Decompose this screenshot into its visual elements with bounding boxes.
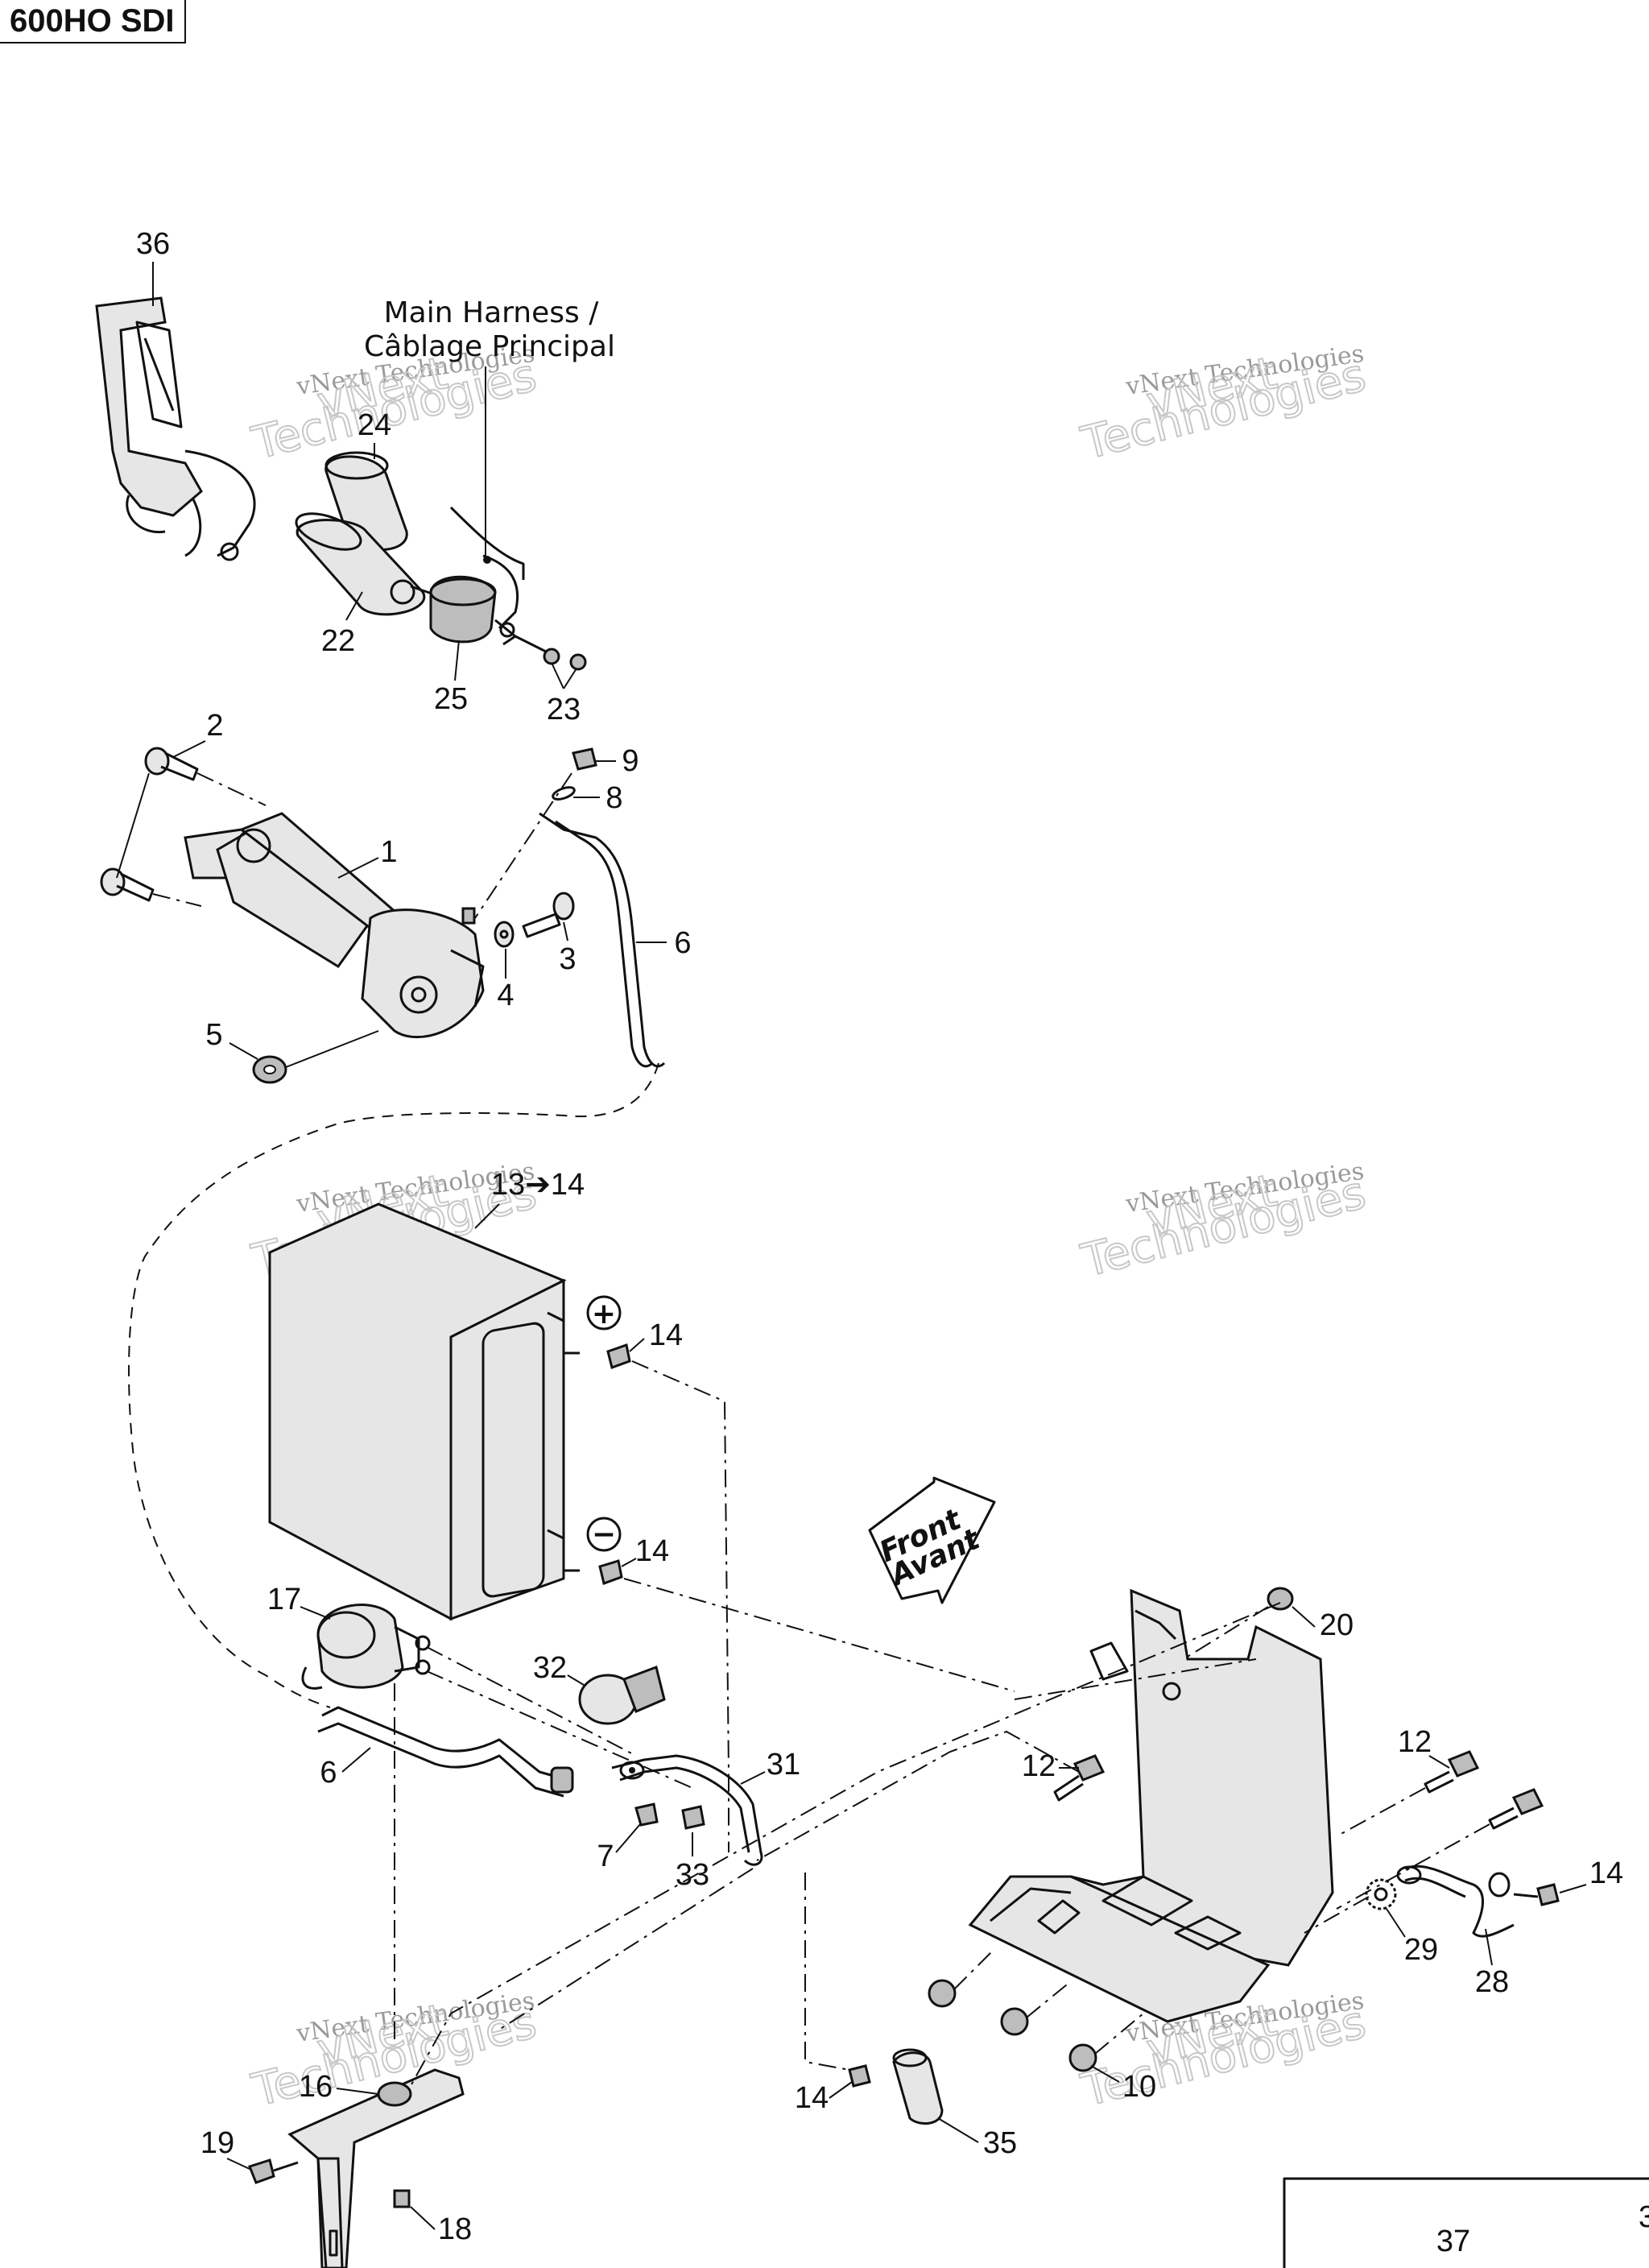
callout-4: 4 <box>497 979 514 1012</box>
callout-1: 1 <box>380 835 397 869</box>
callout-17: 17 <box>267 1583 301 1616</box>
callout-22: 22 <box>321 624 355 658</box>
model-title: 600HO SDI <box>0 0 186 43</box>
plus-symbol: + <box>592 1297 616 1331</box>
callout-12-right: 12 <box>1398 1725 1432 1759</box>
screws-23 <box>515 635 587 671</box>
nut-14-minus <box>598 1559 623 1585</box>
callout-14-lower: 14 <box>795 2081 829 2115</box>
callout-2: 2 <box>206 709 223 743</box>
bolt-12-right-a <box>1424 1750 1480 1794</box>
callout-25: 25 <box>434 682 468 716</box>
callout-9: 9 <box>622 744 639 778</box>
capacitor-22 <box>295 512 440 616</box>
callout-labels: 36 24 22 25 23 2 9 8 1 6 3 4 5 13➔14 14 … <box>136 227 1649 2258</box>
polarity-minus: − <box>586 1517 622 1552</box>
callout-28: 28 <box>1475 1965 1509 1999</box>
washer-29 <box>1365 1878 1397 1910</box>
callout-8: 8 <box>605 781 622 815</box>
callout-35: 35 <box>983 2126 1017 2160</box>
bolt-12-right-b <box>1488 1788 1544 1830</box>
boot-32 <box>578 1666 666 1725</box>
bolt-12-left <box>1053 1754 1106 1802</box>
callout-19: 19 <box>200 2126 234 2160</box>
callout-5: 5 <box>205 1018 222 1052</box>
callout-14-tray: 14 <box>1589 1856 1623 1890</box>
inset-box <box>1283 2177 1649 2268</box>
callout-31: 31 <box>767 1748 800 1782</box>
nut-7 <box>634 1802 659 1827</box>
callout-14-minus: 14 <box>635 1534 669 1568</box>
washer-5 <box>252 1055 287 1084</box>
bracket-36 <box>95 296 256 561</box>
callout-36: 36 <box>136 227 170 261</box>
callout-10: 10 <box>1122 2070 1156 2104</box>
cable-6-upper <box>539 812 666 1068</box>
bolt-14-tray <box>1513 1883 1560 1906</box>
callout-18: 18 <box>438 2212 472 2246</box>
bolt-18 <box>393 2189 411 2208</box>
boot-35 <box>892 2048 944 2125</box>
nut-33 <box>681 1805 705 1830</box>
nut-14-plus <box>606 1343 631 1369</box>
callout-13: 13➔14 <box>491 1168 585 1202</box>
cable-6-lower <box>317 1706 574 1798</box>
callout-6-lower: 6 <box>320 1756 337 1790</box>
polarity-plus: + <box>586 1295 622 1331</box>
callout-33: 33 <box>676 1858 709 1892</box>
front-arrow: Front Avant <box>868 1476 996 1604</box>
nut-20 <box>1267 1587 1294 1611</box>
bolt-2-lower <box>100 867 155 902</box>
bolt-19 <box>248 2158 299 2184</box>
callout-32: 32 <box>533 1651 567 1685</box>
grommet-10-a <box>928 1979 957 2008</box>
battery-13 <box>268 1202 580 1621</box>
callout-23: 23 <box>547 693 581 726</box>
solenoid-17 <box>301 1604 431 1690</box>
cable-31 <box>611 1754 763 1866</box>
battery-tray <box>968 1588 1334 2023</box>
bolt-2-upper <box>144 747 199 781</box>
callout-37: 37 <box>1436 2225 1470 2258</box>
note-line-2: Câblage Principal <box>364 330 615 363</box>
bolt-3 <box>522 892 575 938</box>
washer-4 <box>494 921 515 948</box>
terminal-9 <box>572 747 597 771</box>
callout-7: 7 <box>597 1840 614 1873</box>
note-line-1: Main Harness / <box>384 296 600 329</box>
callout-3: 3 <box>559 942 576 976</box>
callout-12-left: 12 <box>1022 1749 1056 1783</box>
note-main-harness: Main Harness / Câblage Principal <box>364 296 615 556</box>
callout-14-plus: 14 <box>649 1318 683 1352</box>
washer-8 <box>552 786 576 801</box>
clamp-25 <box>429 575 497 644</box>
callout-20: 20 <box>1320 1608 1354 1642</box>
bolt-14-lower <box>848 2064 871 2088</box>
grommet-10-c <box>1068 2043 1097 2072</box>
minus-symbol: − <box>592 1518 616 1551</box>
callout-29: 29 <box>1404 1933 1438 1967</box>
cable-28 <box>1396 1864 1515 1938</box>
grommet-10-b <box>1000 2007 1029 2036</box>
callout-3-partial: 3 <box>1639 2200 1649 2234</box>
starter-motor-1 <box>184 812 485 1039</box>
callout-16: 16 <box>299 2070 333 2104</box>
callout-6-upper: 6 <box>674 926 691 960</box>
callout-24: 24 <box>357 408 391 442</box>
